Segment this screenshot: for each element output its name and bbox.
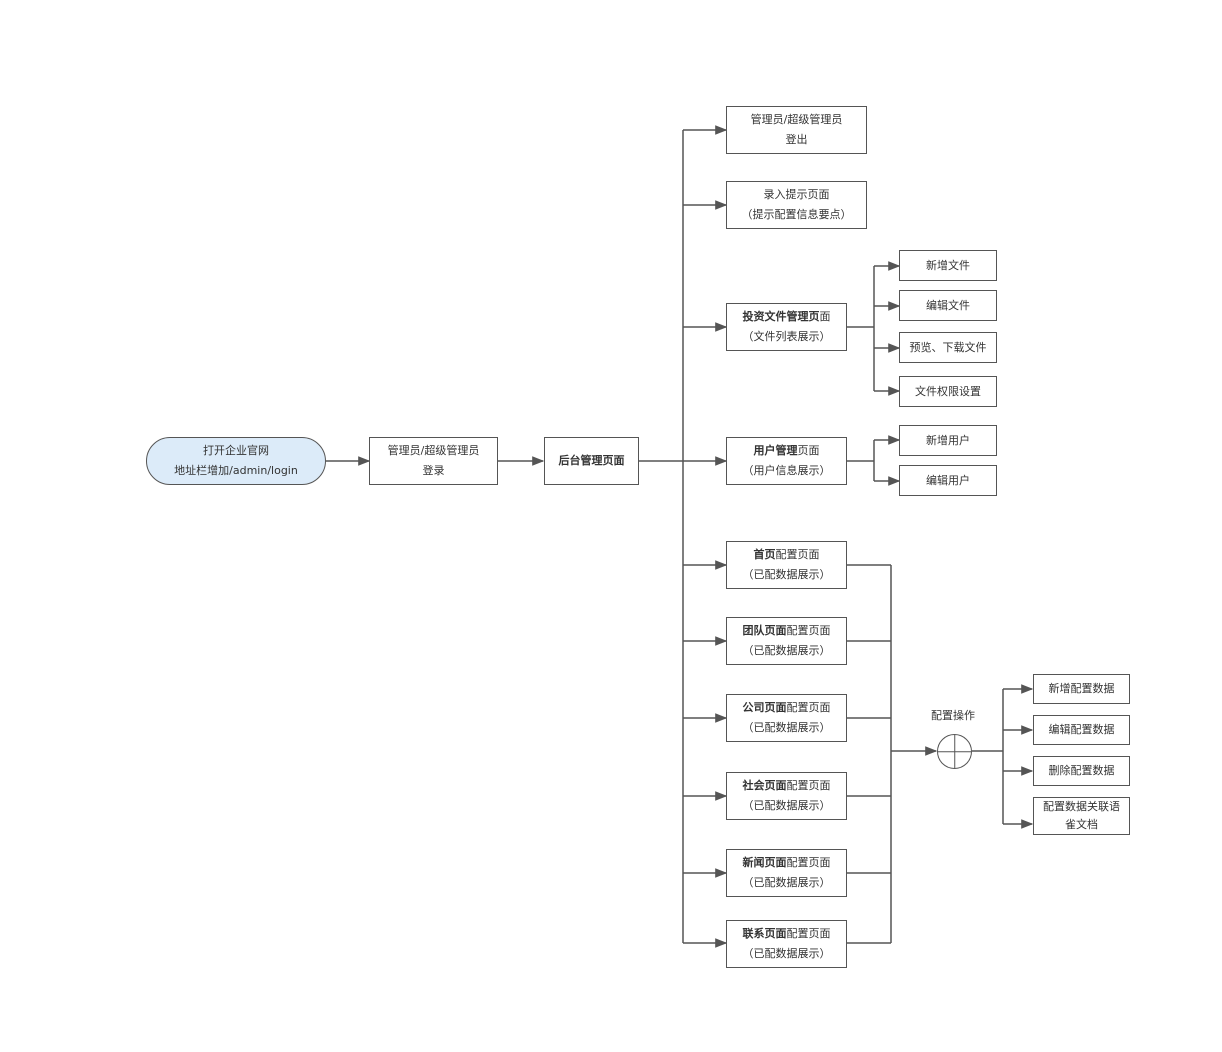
config-page-title-bold: 团队页面 [742,624,787,637]
invest-action-node: 编辑文件 [899,290,997,321]
config-action-node: 删除配置数据 [1033,756,1130,786]
config-action-line1: 配置数据关联语 [1043,800,1120,813]
config-page-line2: （已配数据展示） [742,644,831,657]
start-node: 打开企业官网 地址栏增加/admin/login [146,437,326,485]
user-action-node: 编辑用户 [899,465,997,496]
login-line2: 登录 [422,464,445,477]
invest-action-node: 新增文件 [899,250,997,281]
logout-line2: 登出 [785,133,808,146]
config-page-title-bold: 社会页面 [742,779,787,792]
config-page-line2: （已配数据展示） [742,947,831,960]
login-node: 管理员/超级管理员 登录 [369,437,498,485]
user-title-bold: 用户管理 [753,444,798,457]
config-page-line2: （已配数据展示） [742,721,831,734]
user-action-node: 新增用户 [899,425,997,456]
invest-action-label: 编辑文件 [926,298,970,312]
config-page-line2: （已配数据展示） [742,568,831,581]
user-line2: （用户信息展示） [742,464,831,477]
config-page-title: 联系页面配置页面 [743,924,831,944]
config-action-line1: 新增配置数据 [1048,682,1115,695]
config-action-line1: 删除配置数据 [1048,764,1115,777]
invest-action-label: 预览、下载文件 [909,340,987,354]
config-page-node: 首页配置页面 （已配数据展示） [726,541,847,589]
invest-action-node: 预览、下载文件 [899,332,997,363]
invest-line2: （文件列表展示） [742,330,831,343]
user-title-rest: 页面 [797,444,820,457]
hint-line2: （提示配置信息要点） [741,208,852,221]
config-action-node: 编辑配置数据 [1033,715,1130,745]
config-page-line2: （已配数据展示） [742,799,831,812]
config-page-node: 联系页面配置页面 （已配数据展示） [726,920,847,968]
config-page-title-rest: 配置页面 [786,779,831,792]
user-action-label: 新增用户 [926,433,970,447]
start-line2: 地址栏增加/admin/login [174,464,298,477]
backend-node: 后台管理页面 [544,437,639,485]
config-page-node: 社会页面配置页面 （已配数据展示） [726,772,847,820]
hint-line1: 录入提示页面 [763,188,830,201]
invest-action-label: 文件权限设置 [915,384,981,398]
config-action-line1: 编辑配置数据 [1048,723,1115,736]
config-action-node: 新增配置数据 [1033,674,1130,704]
config-page-title: 团队页面配置页面 [743,621,831,641]
config-page-title-rest: 配置页面 [786,624,831,637]
config-page-title-bold: 公司页面 [742,701,787,714]
invest-action-label: 新增文件 [926,258,970,272]
config-page-title-bold: 首页 [753,548,776,561]
config-page-title: 公司页面配置页面 [743,698,831,718]
config-action-node: 配置数据关联语 雀文档 [1033,797,1130,835]
invest-file-page-node: 投资文件管理页面 （文件列表展示） [726,303,847,351]
invest-title-bold: 投资文件管理页 [742,310,820,323]
config-page-title: 首页配置页面 [754,545,820,565]
logout-node: 管理员/超级管理员 登出 [726,106,867,154]
config-op-merge-icon [937,734,972,769]
invest-action-node: 文件权限设置 [899,376,997,407]
backend-label: 后台管理页面 [558,454,625,467]
user-action-label: 编辑用户 [926,473,970,487]
user-title: 用户管理页面 [754,441,820,461]
config-page-title-rest: 配置页面 [775,548,820,561]
config-page-title-bold: 新闻页面 [742,856,787,869]
config-page-title: 新闻页面配置页面 [743,853,831,873]
config-action-line2: 雀文档 [1065,818,1098,831]
config-page-title-rest: 配置页面 [786,856,831,869]
config-page-node: 新闻页面配置页面 （已配数据展示） [726,849,847,897]
start-line1: 打开企业官网 [203,444,269,457]
config-page-title: 社会页面配置页面 [743,776,831,796]
config-op-label: 配置操作 [931,709,975,722]
logout-line1: 管理员/超级管理员 [750,113,843,126]
invest-title: 投资文件管理页面 [743,307,831,327]
config-page-title-bold: 联系页面 [742,927,787,940]
hint-page-node: 录入提示页面 （提示配置信息要点） [726,181,867,229]
login-line1: 管理员/超级管理员 [387,444,480,457]
config-page-node: 团队页面配置页面 （已配数据展示） [726,617,847,665]
config-page-node: 公司页面配置页面 （已配数据展示） [726,694,847,742]
user-page-node: 用户管理页面 （用户信息展示） [726,437,847,485]
config-page-title-rest: 配置页面 [786,701,831,714]
config-page-title-rest: 配置页面 [786,927,831,940]
invest-title-rest: 面 [819,310,831,323]
config-page-line2: （已配数据展示） [742,876,831,889]
